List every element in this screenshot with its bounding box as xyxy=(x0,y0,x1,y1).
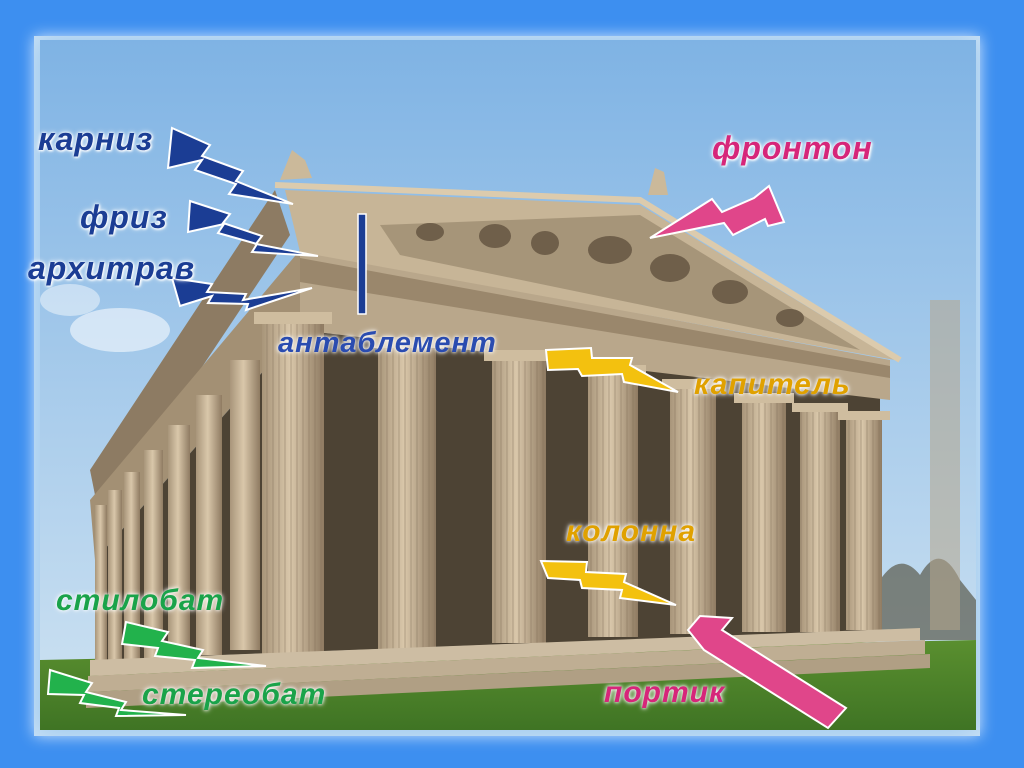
arrow-column xyxy=(539,559,677,606)
label-portico: портик xyxy=(604,676,726,709)
side-roof xyxy=(90,190,290,520)
cornice-edge xyxy=(274,182,902,363)
label-cornice: карниз xyxy=(38,121,154,157)
label-stylobate: стилобат xyxy=(56,584,225,617)
side-entablature xyxy=(90,250,300,560)
cloud xyxy=(40,284,100,316)
pediment-sculptures xyxy=(416,223,804,327)
step-3 xyxy=(86,654,930,708)
side-columns xyxy=(95,360,260,667)
label-capital: капитель xyxy=(694,368,851,401)
entablature-bar xyxy=(357,213,367,315)
label-stereobate: стереобат xyxy=(142,678,327,711)
arrow-stereobate xyxy=(46,668,187,718)
arrow-cornice xyxy=(166,126,294,205)
label-column: колонна xyxy=(566,515,697,548)
label-pediment: фронтон xyxy=(712,130,873,166)
pointer-arrows xyxy=(46,126,848,730)
temple xyxy=(86,150,930,708)
frieze-band xyxy=(300,258,890,378)
label-entablature: антаблемент xyxy=(278,327,497,359)
acroterion-top xyxy=(648,168,668,195)
arrow-stylobate xyxy=(120,620,267,670)
front-columns xyxy=(262,320,882,655)
arrow-architrave xyxy=(170,276,313,312)
arrow-pediment xyxy=(649,184,786,239)
acroterion-left xyxy=(280,150,312,180)
cloud xyxy=(70,308,170,352)
arrow-capital xyxy=(544,346,679,393)
arrow-frieze xyxy=(186,199,319,257)
label-frieze: фриз xyxy=(80,199,168,235)
ghost-column xyxy=(930,300,960,630)
arrow-portico xyxy=(686,614,848,730)
label-architrave: архитрав xyxy=(28,250,196,286)
pediment-tympanum xyxy=(380,215,860,350)
